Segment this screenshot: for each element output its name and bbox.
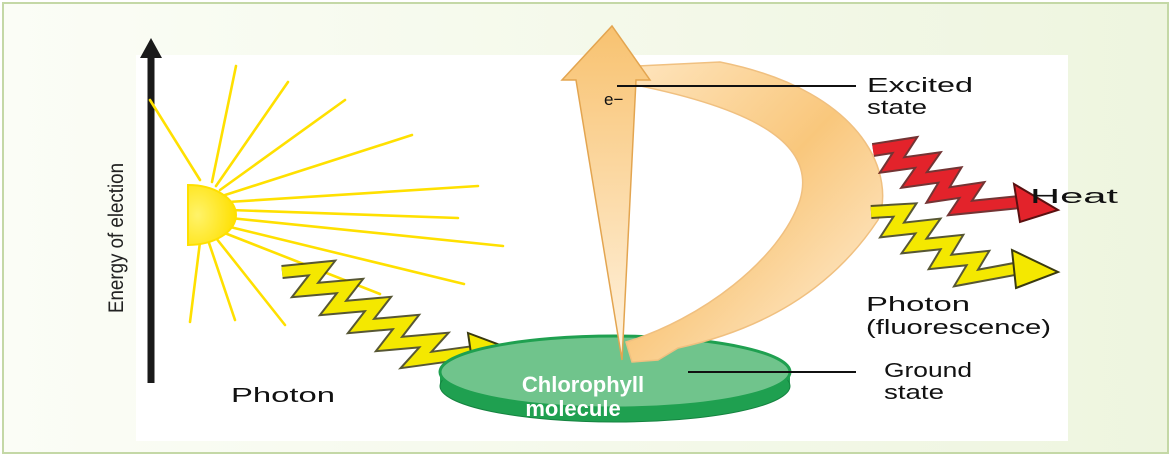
fluorescence-photon-label-line1: Photon <box>866 294 970 316</box>
ground-state-label-line1: Ground <box>884 360 972 382</box>
electron-label: e− <box>604 90 623 109</box>
heat-label: Heat <box>1030 186 1119 208</box>
chlorophyll-label-line1: Chlorophyll <box>522 372 644 397</box>
axis-label: Energy of election <box>105 163 128 313</box>
excited-state-label-line1: Excited <box>867 75 973 97</box>
chlorophyll-label-line2: molecule <box>525 396 620 421</box>
incoming-photon-label: Photon <box>231 385 335 407</box>
excited-state-label-line2: state <box>867 97 927 119</box>
ground-state-label-line2: state <box>884 382 944 404</box>
fluorescence-photon-label-line2: (fluorescence) <box>866 317 1051 339</box>
